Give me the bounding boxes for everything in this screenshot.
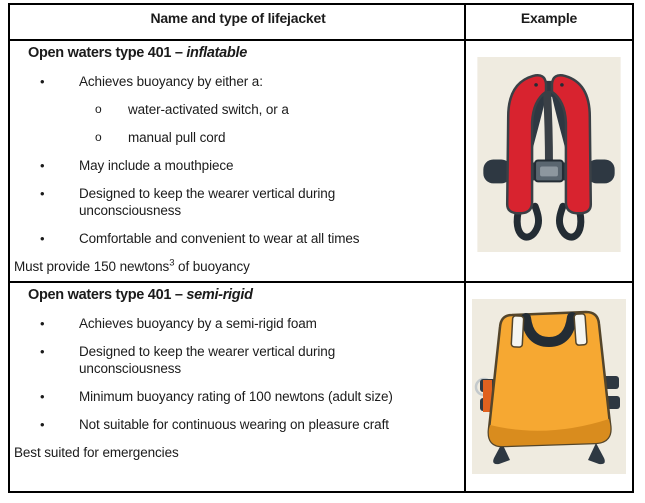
list-item: • Not suitable for continuous wearing on…: [12, 416, 464, 433]
footnote-marker: 3: [169, 257, 175, 269]
list-item-text: May include a mouthpiece: [79, 158, 234, 173]
note-text-after: of buoyancy: [174, 259, 250, 274]
row-title-separator: –: [174, 45, 183, 61]
bullet-icon: •: [40, 389, 45, 404]
list-item-text: Not suitable for continuous wearing on p…: [79, 417, 389, 432]
list-item-text: water-activated switch, or a: [128, 102, 289, 117]
row-title: Open waters type 401 – inflatable: [28, 45, 464, 62]
bullet-icon: •: [40, 186, 45, 201]
inflatable-description-cell: Open waters type 401 – inflatable • Achi…: [10, 41, 466, 281]
bullet-icon: •: [40, 158, 45, 173]
note-text: Must provide 150 newtons: [14, 259, 170, 274]
list-item-text: Achieves buoyancy by a semi-rigid foam: [79, 316, 317, 331]
list-item-text: Achieves buoyancy by either a:: [79, 74, 263, 89]
table-row-semi-rigid: Open waters type 401 – semi-rigid • Achi…: [10, 283, 632, 491]
bullet-icon: •: [40, 417, 45, 432]
list-item: • May include a mouthpiece: [12, 157, 464, 174]
buoyancy-note: Must provide 150 newtons3 of buoyancy: [14, 258, 464, 275]
list-item-text: Comfortable and convenient to wear at al…: [79, 231, 360, 246]
bullet-icon: •: [40, 231, 45, 246]
bullet-icon: •: [40, 316, 45, 331]
circle-bullet-icon: o: [95, 130, 102, 144]
list-item: • Minimum buoyancy rating of 100 newtons…: [12, 388, 464, 405]
list-item: • Achieves buoyancy by a semi-rigid foam: [12, 315, 464, 332]
red-inflatable-lifejacket-illustration: [477, 57, 621, 252]
table-header-row: Name and type of lifejacket Example: [10, 5, 632, 41]
list-item: • Comfortable and convenient to wear at …: [12, 230, 464, 247]
row-title-separator: –: [174, 287, 183, 303]
row-title-variant: inflatable: [186, 45, 247, 61]
row-title-main: Open waters type 401: [28, 45, 172, 61]
list-item-text: Designed to keep the wearer vertical dur…: [79, 344, 336, 376]
semi-rigid-description-cell: Open waters type 401 – semi-rigid • Achi…: [10, 283, 466, 491]
bullet-icon: •: [40, 74, 45, 89]
list-subitem: o manual pull cord: [12, 129, 464, 146]
suitability-note: Best suited for emergencies: [14, 444, 464, 461]
circle-bullet-icon: o: [95, 102, 102, 116]
list-item-text: Minimum buoyancy rating of 100 newtons (…: [79, 389, 393, 404]
list-item: • Achieves buoyancy by either a:: [12, 73, 464, 90]
list-item: • Designed to keep the wearer vertical d…: [12, 343, 464, 377]
header-example: Example: [520, 10, 578, 26]
semi-rigid-lifejacket-image: [472, 299, 626, 474]
row-title: Open waters type 401 – semi-rigid: [28, 287, 464, 304]
yellow-semi-rigid-lifejacket-illustration: [472, 299, 626, 474]
row-title-main: Open waters type 401: [28, 287, 172, 303]
list-item: • Designed to keep the wearer vertical d…: [12, 185, 464, 219]
inflatable-example-cell: [466, 41, 632, 281]
row-title-variant: semi-rigid: [186, 287, 253, 303]
list-item-text: Designed to keep the wearer vertical dur…: [79, 186, 336, 218]
list-item-text: manual pull cord: [128, 130, 226, 145]
bullet-icon: •: [40, 344, 45, 359]
header-name-type: Name and type of lifejacket: [10, 5, 466, 39]
note-text: Best suited for emergencies: [14, 445, 179, 460]
table-row-inflatable: Open waters type 401 – inflatable • Achi…: [10, 41, 632, 283]
lifejacket-table: Name and type of lifejacket Example Open…: [8, 3, 634, 493]
inflatable-lifejacket-image: [477, 57, 621, 252]
semi-rigid-example-cell: [466, 283, 632, 491]
list-subitem: o water-activated switch, or a: [12, 101, 464, 118]
